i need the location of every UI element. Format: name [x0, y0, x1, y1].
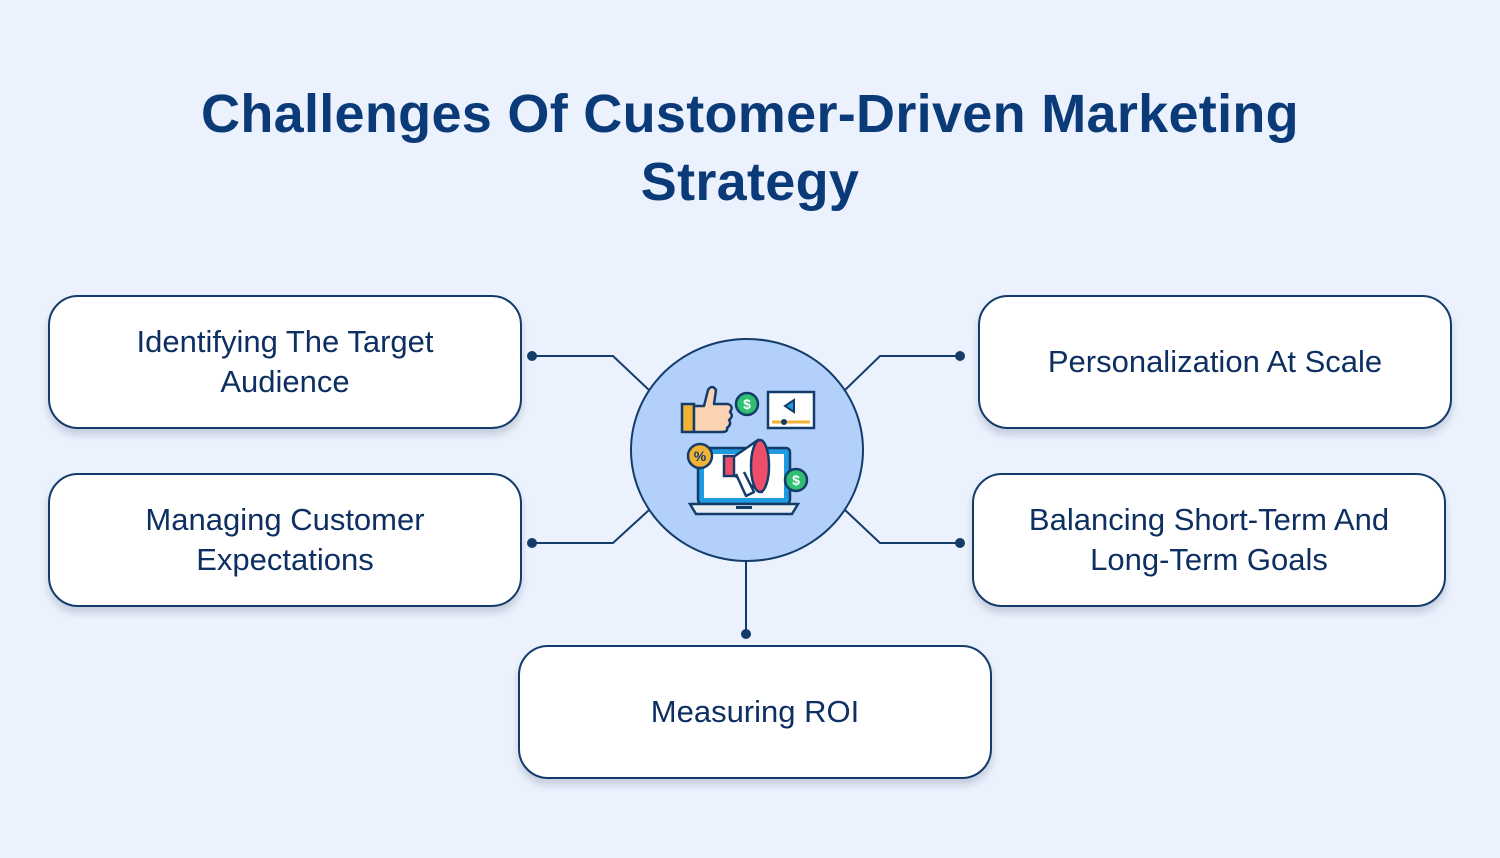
connector-dot-balancing-goals — [955, 538, 965, 548]
thumbs-up-icon — [680, 385, 733, 434]
connector-balancing-goals — [844, 509, 960, 544]
marketing-megaphone-laptop-icon: $ % $ — [680, 385, 816, 516]
node-label-target-audience: Identifying The Target Audience — [136, 324, 434, 399]
video-player-icon — [766, 390, 816, 430]
node-label-expectations: Managing Customer Expectations — [145, 502, 425, 577]
node-label-roi: Measuring ROI — [650, 694, 860, 729]
node-roi: Measuring ROI — [518, 645, 992, 779]
svg-text:$: $ — [792, 472, 800, 488]
node-label-balancing-goals: Balancing Short-Term And Long-Term Goals — [1028, 502, 1390, 577]
connector-dot-roi — [741, 629, 751, 639]
connector-expectations — [532, 509, 650, 544]
node-expectations: Managing Customer Expectations — [48, 473, 522, 607]
page-title: Challenges Of Customer-Driven Marketing … — [0, 80, 1500, 216]
connector-personalization — [844, 355, 960, 391]
title-line-2: Strategy — [640, 152, 860, 212]
svg-text:$: $ — [743, 396, 751, 412]
node-personalization: Personalization At Scale — [978, 295, 1452, 429]
connector-target-audience — [532, 355, 650, 391]
connector-dot-expectations — [527, 538, 537, 548]
node-label-personalization: Personalization At Scale — [1047, 344, 1383, 379]
connector-dot-target-audience — [527, 351, 537, 361]
dollar-coin-icon-2: $ — [783, 467, 809, 493]
title-line-1: Challenges Of Customer-Driven Marketing — [201, 84, 1299, 144]
dollar-coin-icon: $ — [734, 391, 760, 417]
connector-dot-personalization — [955, 351, 965, 361]
svg-text:%: % — [694, 448, 707, 464]
percent-badge-icon: % — [686, 442, 714, 470]
node-target-audience: Identifying The Target Audience — [48, 295, 522, 429]
megaphone-icon — [722, 438, 771, 498]
hub-circle: $ % $ — [630, 338, 864, 562]
node-balancing-goals: Balancing Short-Term And Long-Term Goals — [972, 473, 1446, 607]
